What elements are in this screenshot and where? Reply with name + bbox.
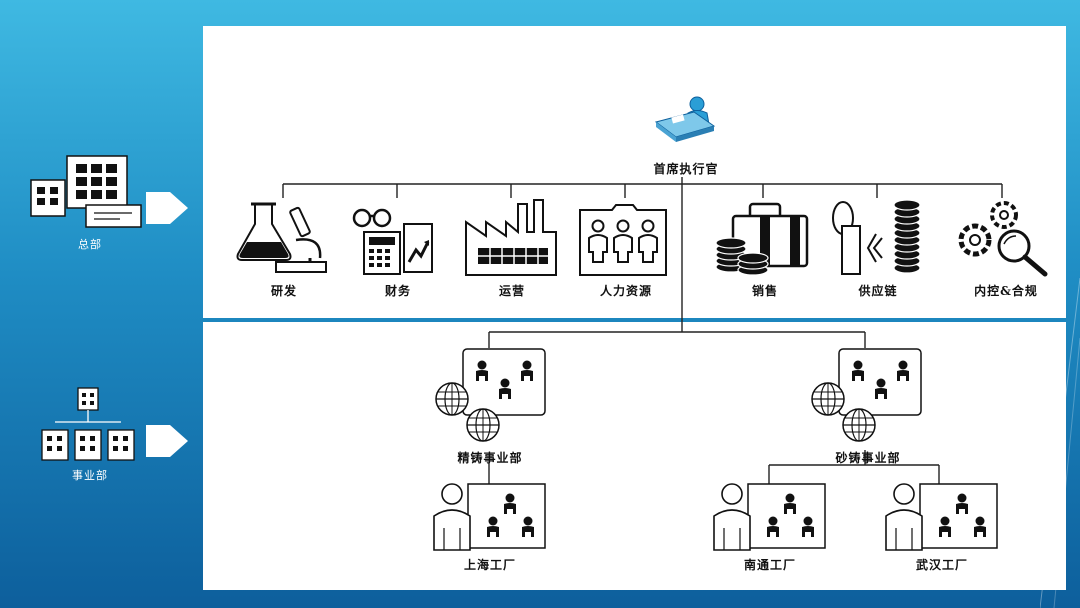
people-folder-icon [579,204,667,276]
business-unit-hierarchy-icon [41,387,135,461]
briefcase-coins-icon [715,202,809,276]
dept-label-operations: 运营 [498,284,526,298]
gears-magnifier-icon [958,201,1048,277]
dept-label-sales: 销售 [751,284,779,298]
decorative-lines-icon [1040,278,1080,608]
calculator-chart-icon [352,208,433,275]
dept-label-hr: 人力资源 [599,284,653,298]
headquarters-buildings-icon [30,155,142,228]
global-team-icon [811,348,922,442]
dept-label-supply-chain: 供应链 [858,284,898,298]
manager-team-icon [713,483,826,551]
business-unit-arrow-icon [146,425,188,457]
manager-team-icon [433,483,546,551]
dept-label-rd: 研发 [270,284,298,298]
headquarters-label: 总部 [78,238,102,251]
headquarters-arrow-icon [146,192,188,224]
ceo-desk-icon [654,96,716,142]
dept-label-compliance: 内控&合规 [974,284,1038,298]
factory-label-nantong: 南通工厂 [743,558,797,572]
factory-label-wuhan: 武汉工厂 [915,558,969,572]
business-unit-label: 事业部 [72,469,108,482]
connector-lines [282,177,1003,484]
business-unit-label-sand-casting: 砂铸事业部 [835,451,901,465]
coin-stack-icon [832,199,921,275]
global-team-icon [435,348,546,442]
manager-team-icon [885,483,998,551]
factory-label-shanghai: 上海工厂 [463,558,517,572]
lab-microscope-icon [236,202,327,273]
factory-icon [465,199,557,276]
business-unit-label-investment-casting: 精铸事业部 [457,451,523,465]
ceo-label: 首席执行官 [653,162,719,176]
dept-label-finance: 财务 [384,284,412,298]
